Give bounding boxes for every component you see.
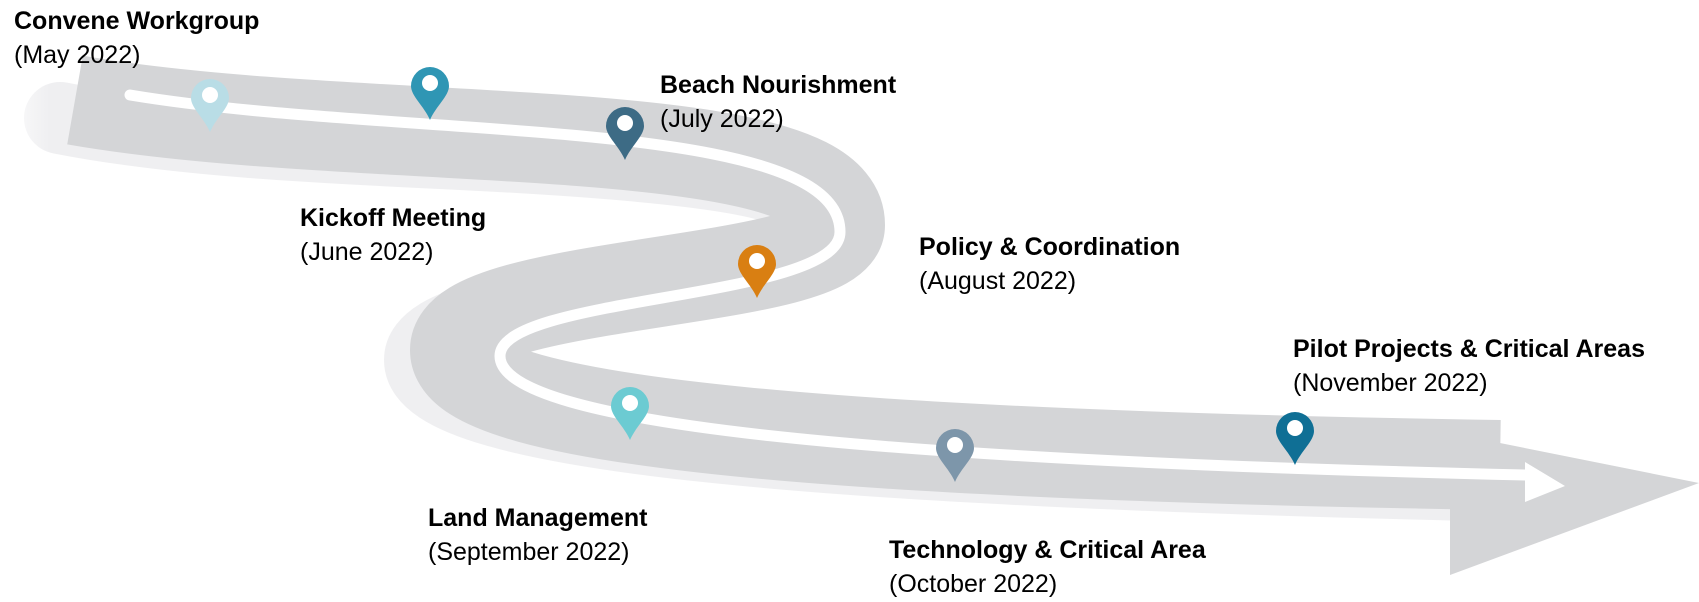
centerline-arrowhead — [1525, 462, 1565, 502]
milestone-date: (June 2022) — [300, 238, 434, 266]
milestone-date: (May 2022) — [14, 41, 141, 69]
milestone-title: Land Management — [428, 504, 648, 532]
milestone-technology-critical-area: Technology & Critical Area (October 2022… — [889, 533, 1206, 601]
milestone-date: (July 2022) — [660, 105, 784, 133]
map-pin-icon — [606, 107, 644, 160]
milestone-land-management: Land Management (September 2022) — [428, 501, 647, 569]
milestone-date: (September 2022) — [428, 538, 630, 566]
milestone-pilot-projects: Pilot Projects & Critical Areas (Novembe… — [1293, 332, 1645, 400]
milestone-title: Convene Workgroup — [14, 7, 260, 35]
milestone-title: Policy & Coordination — [919, 233, 1181, 261]
milestone-date: (October 2022) — [889, 570, 1058, 598]
milestone-date: (November 2022) — [1293, 369, 1488, 397]
map-pin-icon — [191, 79, 229, 132]
map-pin-icon — [411, 67, 449, 120]
milestone-beach-nourishment: Beach Nourishment (July 2022) — [660, 68, 896, 136]
map-pin-icon — [611, 387, 649, 440]
milestone-title: Beach Nourishment — [660, 71, 897, 99]
road-centerline — [124, 89, 1531, 481]
map-pin-icon — [738, 245, 776, 298]
milestone-kickoff-meeting: Kickoff Meeting (June 2022) — [300, 201, 486, 269]
map-pin-icon — [1276, 412, 1314, 465]
milestone-title: Kickoff Meeting — [300, 204, 487, 232]
milestone-title: Technology & Critical Area — [889, 536, 1206, 564]
milestone-title: Pilot Projects & Critical Areas — [1293, 335, 1645, 363]
milestone-date: (August 2022) — [919, 267, 1077, 295]
milestone-convene-workgroup: Convene Workgroup (May 2022) — [14, 4, 259, 72]
road-arrowhead — [1450, 433, 1699, 575]
map-pin-icon — [936, 429, 974, 482]
milestone-policy-coordination: Policy & Coordination (August 2022) — [919, 230, 1180, 298]
